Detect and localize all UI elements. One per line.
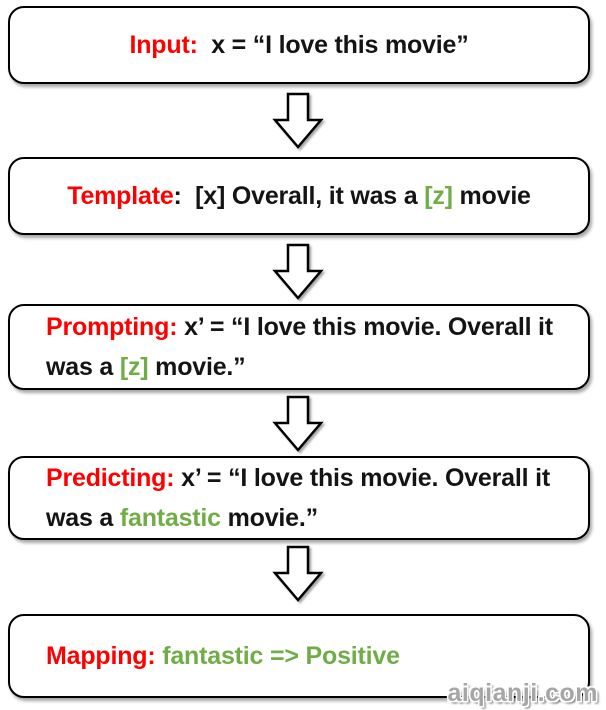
step-text-line: Input: x = “I love this movie” xyxy=(10,25,588,65)
step-text: movie.” xyxy=(220,504,319,532)
step-text: : [x] Overall, it was a xyxy=(173,182,425,210)
down-arrow-icon xyxy=(272,243,324,301)
step-text: x’ = “I love this movie. Overall it xyxy=(177,313,553,341)
step-label: Input: xyxy=(129,31,198,59)
down-arrow-icon xyxy=(272,92,324,150)
step-text-line: Template: [x] Overall, it was a [z] movi… xyxy=(10,176,588,216)
step-text-line: was a [z] movie.” xyxy=(46,347,588,387)
step-text: x’ = “I love this movie. Overall it xyxy=(174,464,550,492)
step-text-line: Prompting: x’ = “I love this movie. Over… xyxy=(46,307,588,347)
step-label: Mapping: xyxy=(46,642,156,670)
down-arrow-icon xyxy=(272,395,324,453)
step-text-line: Predicting: x’ = “I love this movie. Ove… xyxy=(46,458,588,498)
step-text-line: was a fantastic movie.” xyxy=(46,498,588,538)
mapping-result: fantastic => Positive xyxy=(155,642,400,670)
flow-box-mapping: Mapping: fantastic => Positive xyxy=(8,614,590,698)
flow-box-input: Input: x = “I love this movie” xyxy=(8,6,590,84)
step-text: movie.” xyxy=(148,353,246,381)
slot-z: [z] xyxy=(424,182,453,210)
down-arrow-icon xyxy=(272,545,324,603)
step-text: was a xyxy=(46,353,120,381)
step-label: Prompting: xyxy=(46,313,178,341)
slot-z: [z] xyxy=(119,353,149,381)
step-label: Predicting: xyxy=(46,464,175,492)
step-text: was a xyxy=(46,504,120,532)
watermark: aiqianji.com xyxy=(447,679,598,707)
step-text: x = “I love this movie” xyxy=(197,31,469,59)
step-label: Template xyxy=(67,182,174,210)
flow-box-template: Template: [x] Overall, it was a [z] movi… xyxy=(8,157,590,235)
flow-box-predicting: Predicting: x’ = “I love this movie. Ove… xyxy=(8,456,590,540)
step-text: movie xyxy=(452,182,531,210)
step-text-line: Mapping: fantastic => Positive xyxy=(46,636,588,676)
flow-box-prompting: Prompting: x’ = “I love this movie. Over… xyxy=(8,304,590,390)
predicted-word: fantastic xyxy=(119,504,221,532)
